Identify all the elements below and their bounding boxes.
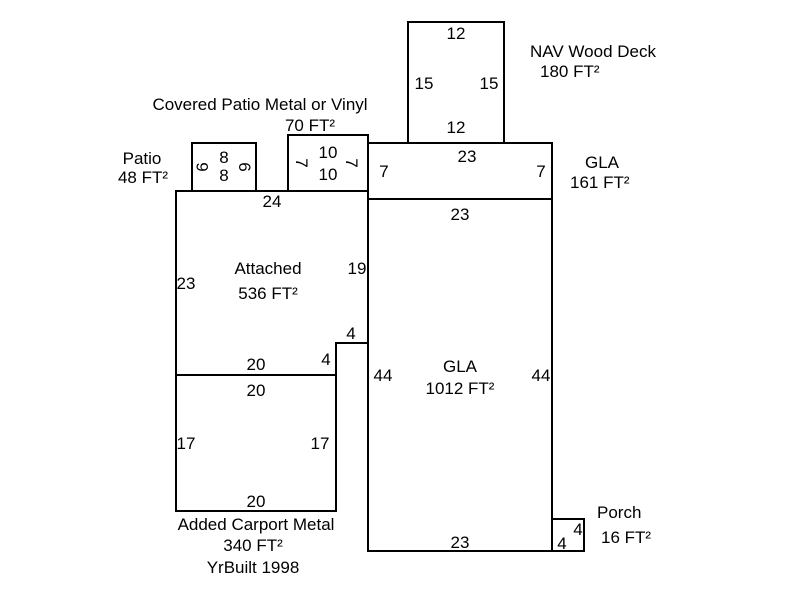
gla-main-outline bbox=[367, 198, 553, 552]
attached-dim-right: 19 bbox=[348, 259, 367, 278]
carport-area: 340 FT² bbox=[223, 536, 283, 555]
covered-patio-dim-right: 7 bbox=[342, 158, 361, 167]
patio-dim-right: 6 bbox=[235, 162, 254, 171]
porch-name: Porch bbox=[597, 503, 641, 522]
deck-dim-bottom: 12 bbox=[447, 118, 466, 137]
patio-dim-top: 8 bbox=[219, 148, 228, 167]
carport-year: YrBuilt 1998 bbox=[207, 558, 300, 577]
patio-area: 48 FT² bbox=[118, 168, 168, 187]
gla-top-area: 161 FT² bbox=[570, 173, 630, 192]
deck-name: NAV Wood Deck bbox=[530, 42, 656, 61]
patio-outline bbox=[191, 142, 257, 192]
gla-main-dim-right: 44 bbox=[532, 366, 551, 385]
carport-outline bbox=[175, 374, 337, 512]
porch-dim-bottom: 4 bbox=[557, 534, 566, 553]
patio-dim-bottom: 8 bbox=[219, 166, 228, 185]
carport-dim-left: 17 bbox=[177, 434, 196, 453]
carport-dim-bottom: 20 bbox=[247, 492, 266, 511]
covered-patio-outline bbox=[287, 134, 369, 192]
gla-top-name: GLA bbox=[585, 153, 620, 172]
gla-top-dim-left: 7 bbox=[379, 162, 388, 181]
porch-dim-right: 4 bbox=[573, 520, 582, 539]
deck-area: 180 FT² bbox=[540, 62, 600, 81]
gla-main-dim-left: 44 bbox=[374, 366, 393, 385]
gla-main-name: GLA bbox=[443, 357, 478, 376]
gla-top-dim-right: 7 bbox=[536, 162, 545, 181]
attached-dim-bottom: 20 bbox=[247, 355, 266, 374]
patio-name: Patio bbox=[123, 149, 162, 168]
patio-dim-left: 6 bbox=[193, 162, 212, 171]
carport-dim-right: 17 bbox=[311, 434, 330, 453]
deck-dim-left: 15 bbox=[415, 74, 434, 93]
attached-dim-left: 23 bbox=[177, 274, 196, 293]
covered-patio-dim-bottom: 10 bbox=[319, 165, 338, 184]
gla-main-area: 1012 FT² bbox=[426, 379, 495, 398]
attached-dim-top: 24 bbox=[263, 192, 282, 211]
gla-main-dim-bottom: 23 bbox=[451, 533, 470, 552]
covered-patio-name: Covered Patio Metal or Vinyl bbox=[152, 95, 367, 114]
porch-area: 16 FT² bbox=[601, 528, 651, 547]
gla-top-dim-top: 23 bbox=[458, 147, 477, 166]
attached-dim-notch-top: 4 bbox=[346, 324, 355, 343]
attached-name: Attached bbox=[234, 259, 301, 278]
attached-area: 536 FT² bbox=[238, 284, 298, 303]
covered-patio-dim-top: 10 bbox=[319, 143, 338, 162]
porch-outline bbox=[551, 518, 585, 552]
deck-dim-right: 15 bbox=[480, 74, 499, 93]
covered-patio-dim-left: 7 bbox=[292, 158, 311, 167]
carport-dim-top: 20 bbox=[247, 381, 266, 400]
gla-top-dim-bottom: 23 bbox=[451, 205, 470, 224]
deck-dim-top: 12 bbox=[447, 24, 466, 43]
covered-patio-area: 70 FT² bbox=[285, 116, 335, 135]
carport-name: Added Carport Metal bbox=[178, 515, 335, 534]
attached-dim-notch-side: 4 bbox=[321, 350, 330, 369]
attached-outline bbox=[175, 190, 369, 376]
